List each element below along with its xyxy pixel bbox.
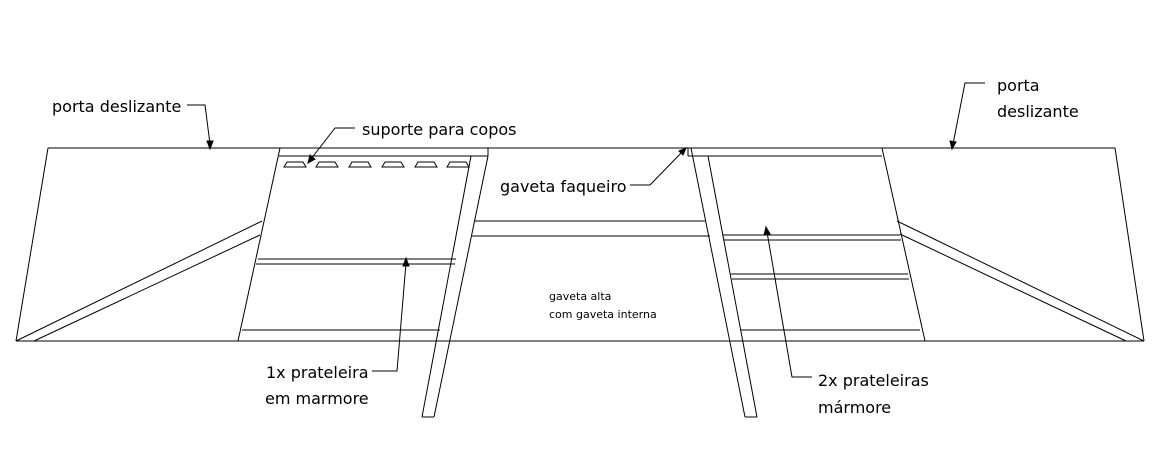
label-two-shelves-line2: mármore (818, 398, 891, 417)
cup-holder-slots (283, 161, 470, 168)
label-cup-holder: suporte para copos (362, 120, 517, 139)
label-right-door-line2: deslizante (997, 102, 1079, 121)
label-tall-drawer-line1: gaveta alta (549, 290, 611, 303)
right-compartment (687, 147, 926, 342)
leader-one-shelf (372, 256, 410, 372)
right-sliding-door (896, 220, 1145, 342)
label-one-shelf-line2: em marmore (265, 389, 369, 408)
leader-cup-holder (307, 127, 355, 165)
label-two-shelves-line1: 2x prateleiras (818, 371, 929, 390)
label-left-door: porta deslizante (52, 97, 181, 116)
leader-two-shelves (763, 225, 812, 378)
left-door-leaf (421, 155, 489, 418)
right-door-leaf (690, 147, 758, 418)
label-one-shelf-line1: 1x prateleira (266, 363, 369, 382)
leader-right-door (949, 82, 985, 151)
label-tall-drawer-line2: com gaveta interna (549, 308, 657, 321)
leader-left-door (187, 104, 214, 151)
leader-cutlery-drawer (630, 147, 687, 186)
label-right-door-line1: porta (997, 76, 1040, 95)
left-sliding-door (15, 220, 263, 342)
label-cutlery-drawer: gaveta faqueiro (500, 177, 626, 196)
cabinet-outline (15, 147, 1145, 342)
left-compartment (237, 147, 489, 342)
middle-drawers (472, 220, 710, 237)
